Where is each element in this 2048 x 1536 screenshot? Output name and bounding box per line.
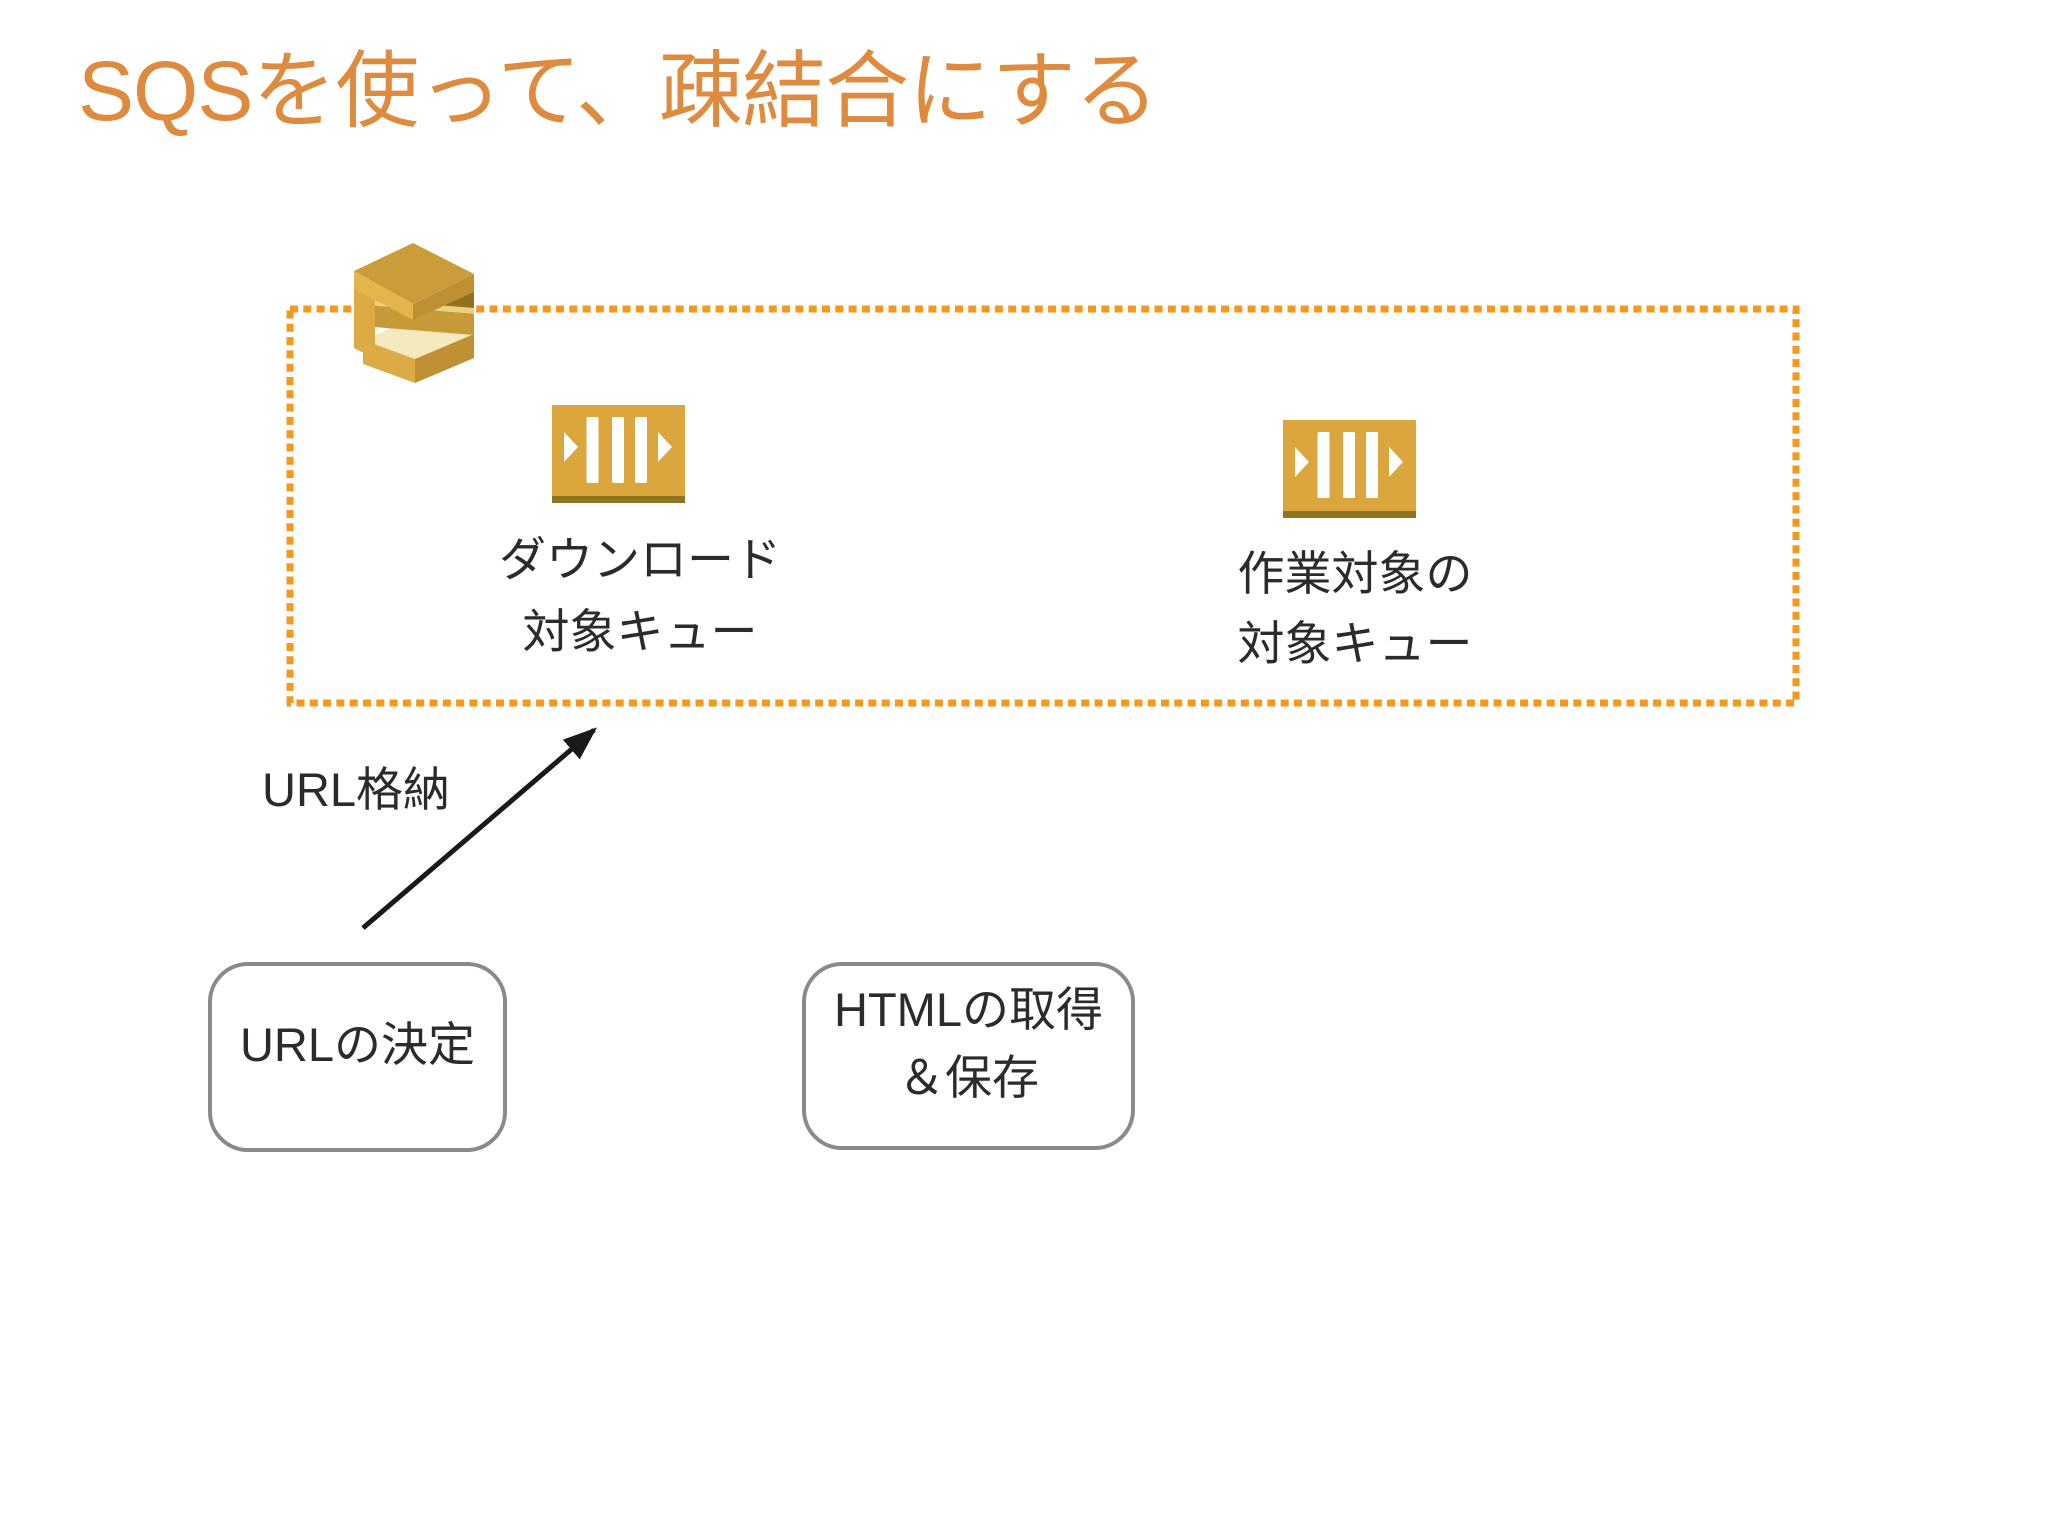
sqs-boundary-box [286, 305, 1800, 707]
process-box-html-fetch-save: HTMLの取得 ＆保存 [802, 962, 1135, 1150]
queue-1-label-line-1: ダウンロード [499, 533, 781, 586]
url-store-arrow-label: URL格納 [262, 763, 451, 816]
queue-1-label-line-2: 対象キュー [522, 605, 758, 658]
process-box-url-decide-label: URLの決定 [239, 1018, 476, 1071]
aws-sqs-service-icon [354, 243, 474, 383]
queue-2-label-line-2: 対象キュー [1237, 617, 1473, 670]
url-store-arrow [361, 727, 598, 930]
process-box-url-decide: URLの決定 [208, 962, 507, 1152]
slide-title: SQSを使って、疎結合にする [78, 44, 1159, 138]
queue-2-label: 作業対象の 対象キュー [1170, 539, 1540, 679]
sqs-queue-icon [552, 405, 685, 503]
queue-1-label: ダウンロード 対象キュー [455, 524, 825, 668]
sqs-queue-icon [1283, 420, 1416, 518]
queue-2-label-line-1: 作業対象の [1237, 547, 1473, 600]
process-box-html-fetch-save-line-1: HTMLの取得 [834, 983, 1103, 1036]
process-box-html-fetch-save-line-2: ＆保存 [898, 1051, 1039, 1104]
